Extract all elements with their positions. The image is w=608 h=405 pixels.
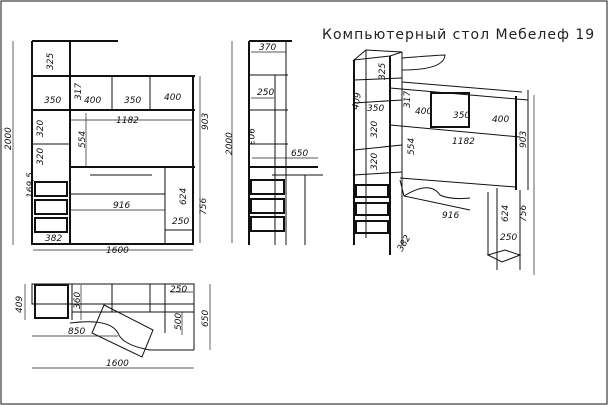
dim-label: 1600: [106, 359, 129, 369]
dim-label: 903: [245, 128, 255, 145]
dim-label: 400: [415, 107, 432, 117]
dim-label: 1182: [116, 116, 139, 126]
dim-label: 250: [170, 285, 187, 295]
front-view: 325 317 350 400 350 400 1182 320 554 320…: [4, 40, 211, 256]
dim-label: 370: [259, 43, 276, 53]
dim-label: 325: [46, 53, 56, 70]
dim-label: 756: [199, 198, 209, 215]
dim-label: 320: [370, 121, 380, 138]
dim-label: 2000: [225, 132, 235, 155]
dim-label: 350: [124, 96, 141, 106]
dim-label: 325: [378, 63, 388, 80]
dim-label: 250: [500, 233, 517, 243]
dim-label: 650: [291, 149, 308, 159]
dim-label: 850: [68, 327, 85, 337]
dim-label: 320: [36, 148, 46, 165]
dim-label: 320: [36, 120, 46, 137]
dim-label: 756: [519, 205, 529, 222]
dim-label: 400: [84, 96, 101, 106]
dim-label: 350: [367, 104, 384, 114]
dim-label: 320: [370, 153, 380, 170]
dim-label: 250: [172, 217, 189, 227]
dim-label: 554: [78, 131, 88, 148]
dim-label: 2000: [4, 127, 14, 150]
dim-label: 500: [174, 313, 184, 330]
dim-label: 350: [44, 96, 61, 106]
dim-label: 382: [396, 233, 413, 253]
dim-label: 350: [453, 111, 470, 121]
dim-label: 169,5: [26, 172, 36, 198]
top-view: 409 360 250 500 650 850 1600: [15, 283, 211, 369]
dim-label: 554: [407, 138, 417, 155]
dim-label: 317: [403, 91, 413, 108]
dim-label: 1600: [106, 246, 129, 256]
dim-label: 409: [351, 92, 364, 111]
dim-label: 650: [201, 310, 211, 327]
dim-label: 1182: [452, 137, 475, 147]
dim-label: 382: [45, 234, 62, 244]
dim-label: 903: [519, 131, 529, 148]
dim-label: 250: [257, 88, 274, 98]
dim-label: 409: [15, 296, 25, 313]
isometric-view: 325 409 350 317 400 350 400 320 554 1182…: [351, 49, 535, 275]
dim-label: 400: [492, 115, 509, 125]
dim-label: 400: [164, 93, 181, 103]
drawing-title: Компьютерный стол Мебелеф 19: [322, 27, 595, 43]
dim-label: 624: [179, 188, 189, 205]
side-view: 370 250 903 2000 650: [225, 40, 323, 245]
dim-label: 360: [73, 292, 83, 309]
dim-label: 916: [113, 201, 130, 211]
dim-label: 916: [442, 211, 459, 221]
dim-label: 317: [74, 83, 84, 100]
dim-label: 624: [501, 205, 511, 222]
dim-label: 903: [201, 113, 211, 130]
